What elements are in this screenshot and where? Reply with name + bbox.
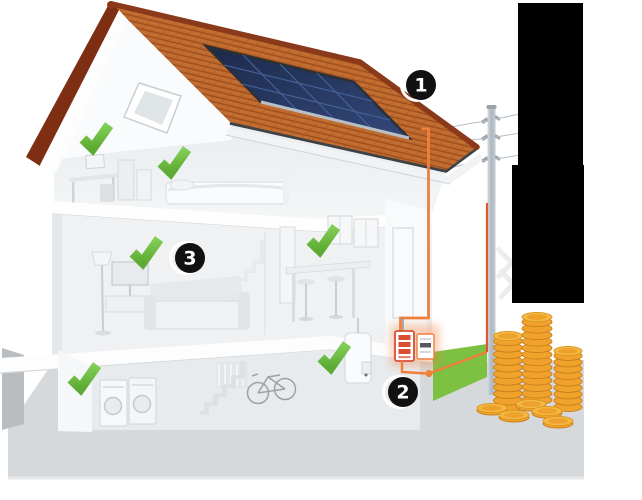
energy-meter xyxy=(416,333,435,360)
ridge-cap xyxy=(109,1,480,150)
utility-pole xyxy=(481,105,501,395)
callout-badge-1: 1 xyxy=(400,68,436,102)
callout-number: 3 xyxy=(183,248,196,270)
callout-number: 2 xyxy=(396,382,409,404)
basement-furniture xyxy=(99,318,372,427)
gable-fascia xyxy=(26,2,120,166)
staircase xyxy=(220,240,264,300)
bar-stool xyxy=(327,276,345,319)
redacted-text-blocks xyxy=(512,3,584,303)
callout-number: 1 xyxy=(414,75,427,97)
coin-stack-right xyxy=(553,345,583,413)
attic-office-furniture xyxy=(68,153,152,204)
boiler xyxy=(344,318,372,384)
basement-staircase xyxy=(200,361,245,415)
meter-loop-cable xyxy=(400,361,428,375)
bar-stool xyxy=(297,279,315,321)
basement-left-wall xyxy=(58,350,92,432)
callout-badge-2: 2 xyxy=(382,375,418,409)
living-room-furniture xyxy=(91,240,264,336)
panel-lower-rail xyxy=(260,100,410,140)
solar-panel-array xyxy=(202,43,413,141)
pv-cable-circuit xyxy=(390,127,489,378)
washer-dryer xyxy=(99,377,157,427)
basement-interior xyxy=(92,350,420,430)
gable-soffit xyxy=(40,10,127,173)
roof xyxy=(26,1,482,185)
eave-soffit xyxy=(226,127,482,184)
attic-bed xyxy=(165,172,289,205)
watermark-chevrons-icon xyxy=(495,246,517,300)
redacted-block-top xyxy=(518,3,583,169)
skylight-window xyxy=(122,82,182,134)
sofa xyxy=(144,276,250,330)
house-cutaway xyxy=(0,1,482,432)
junction-node xyxy=(425,369,433,378)
coin-stack-middle xyxy=(521,311,553,406)
bicycle xyxy=(246,373,297,405)
redacted-block-bottom xyxy=(512,165,584,303)
fuse-box xyxy=(394,330,415,362)
dc-cable xyxy=(399,127,430,331)
grid-feed-cable xyxy=(428,350,488,375)
coin-stack-left xyxy=(492,330,524,413)
gutter-line xyxy=(229,121,479,173)
ground-floor-slab xyxy=(0,336,432,373)
callout-badge-3: 3 xyxy=(169,241,205,275)
